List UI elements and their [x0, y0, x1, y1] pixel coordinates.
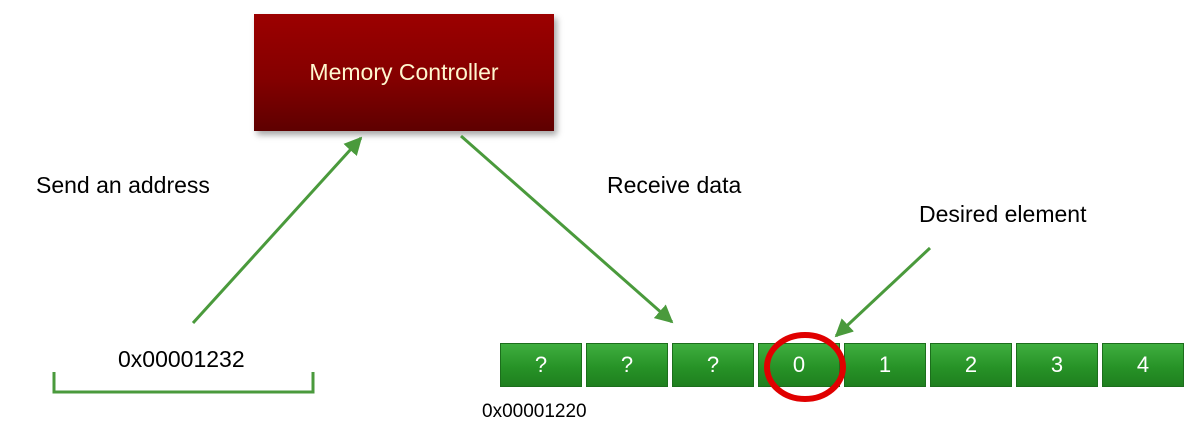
memory-cell: 3	[1016, 343, 1098, 387]
memory-cell: 2	[930, 343, 1012, 387]
send-address-label: Send an address	[36, 172, 210, 198]
address-bracket	[52, 372, 315, 394]
base-address-label: 0x00001220	[482, 401, 587, 422]
desired-element-label: Desired element	[919, 201, 1087, 227]
memory-cell: 4	[1102, 343, 1184, 387]
memory-cell: ?	[672, 343, 754, 387]
requested-address-label: 0x00001232	[118, 346, 245, 372]
receive-data-label: Receive data	[607, 172, 742, 198]
memory-cell: 1	[844, 343, 926, 387]
memory-cell: ?	[500, 343, 582, 387]
send-arrow	[191, 136, 363, 325]
desired-element-arrow	[834, 246, 932, 338]
memory-cells-row: ? ? ? 0 1 2 3 4	[500, 343, 1184, 387]
receive-arrow	[460, 134, 674, 324]
memory-controller-label: Memory Controller	[309, 59, 499, 85]
memory-cell-desired: 0	[758, 343, 840, 387]
memory-cell: ?	[586, 343, 668, 387]
memory-controller-box: Memory Controller	[254, 14, 554, 131]
